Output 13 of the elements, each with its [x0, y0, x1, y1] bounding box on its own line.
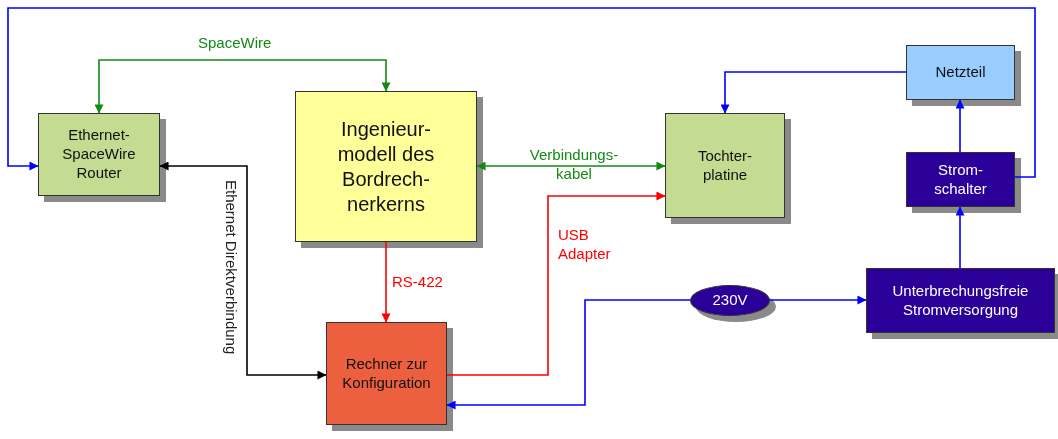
arrow	[769, 295, 867, 305]
arrow	[476, 161, 666, 171]
arrow	[955, 206, 965, 269]
edge-label: Verbindungs- kabel	[528, 146, 620, 184]
arrow	[955, 99, 965, 153]
arrow	[720, 71, 907, 114]
arrow	[7, 7, 1036, 178]
arrow	[446, 191, 666, 376]
arrow	[381, 241, 391, 323]
arrow	[159, 161, 327, 380]
edge-label: SpaceWire	[196, 34, 274, 53]
arrow	[94, 59, 391, 114]
arrow	[446, 299, 691, 410]
